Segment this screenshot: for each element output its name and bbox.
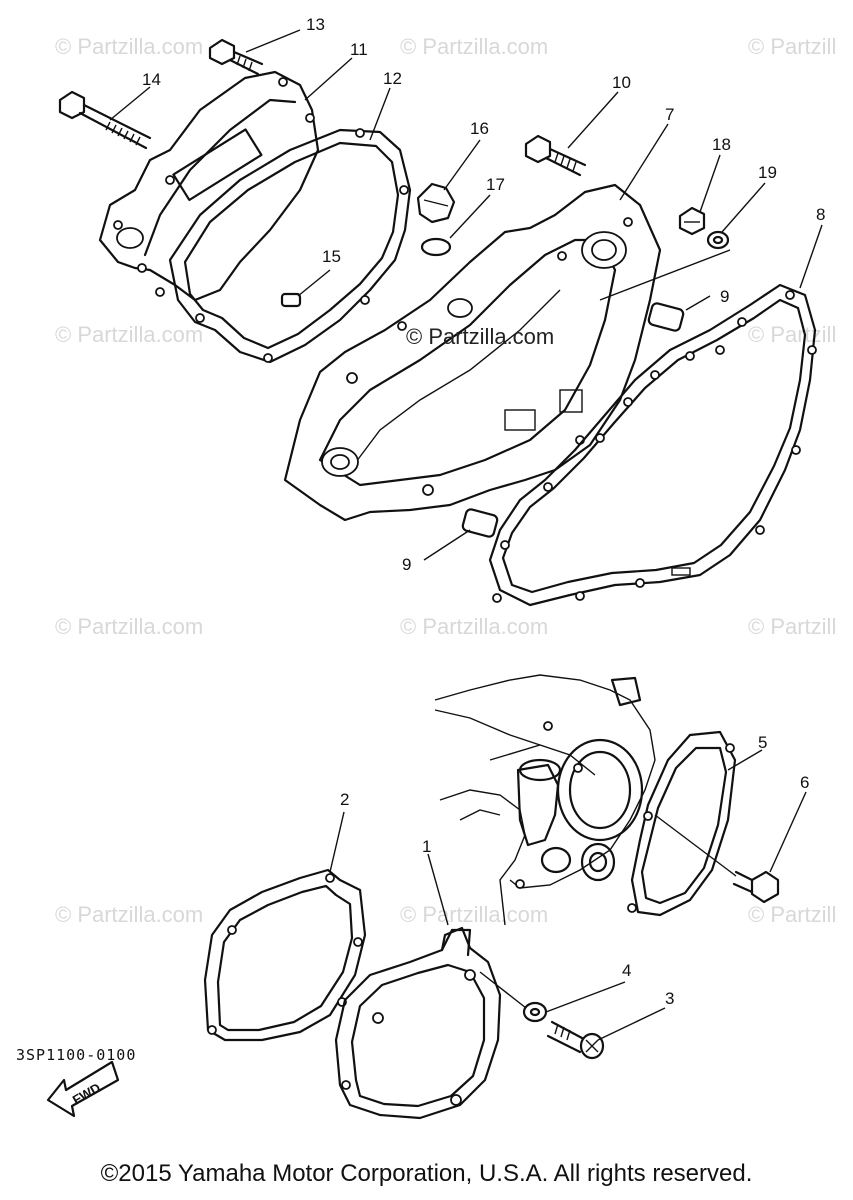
fwd-arrow-icon: FWD	[46, 1060, 120, 1118]
callout-13: 13	[306, 15, 325, 34]
watermark: © Partzill	[748, 902, 837, 927]
part-5-cover	[627, 730, 737, 917]
callout-1: 1	[422, 837, 431, 856]
part-3-screw	[479, 971, 605, 1060]
part-9-dowel-pin-upper	[647, 302, 685, 332]
part-19-washer	[706, 230, 730, 250]
callout-11: 11	[350, 40, 368, 59]
part-1-cover	[334, 926, 502, 1120]
callout-9-upper: 9	[720, 287, 729, 306]
watermark: © Partzilla.com	[55, 322, 204, 347]
watermark: © Partzilla.com	[400, 902, 549, 927]
center-watermark: © Partzilla.com	[406, 324, 555, 349]
callout-16: 16	[470, 119, 489, 138]
callout-10: 10	[612, 73, 631, 92]
part-16-filler-plug	[416, 182, 456, 224]
part-9-dowel-pin-lower	[461, 508, 499, 538]
part-4-washer	[522, 1001, 548, 1023]
part-15-dowel-pin	[280, 292, 302, 308]
part-11-clutch-cover	[98, 70, 320, 302]
leader-lines	[109, 29, 823, 1041]
part-18-drain-plug	[678, 206, 706, 236]
callout-12: 12	[383, 69, 402, 88]
part-14-long-bolt	[58, 90, 152, 150]
callout-labels: 14 13 11 12 16 17 15 10 7 18 19 8 9 9 2 …	[142, 15, 825, 1008]
callout-9-lower: 9	[402, 555, 411, 574]
callout-14: 14	[142, 70, 161, 89]
callout-17: 17	[486, 175, 505, 194]
part-10-bolt	[524, 134, 587, 177]
part-7-crankcase-cover	[283, 183, 662, 522]
callout-6: 6	[800, 773, 809, 792]
watermark: © Partzill	[748, 34, 837, 59]
part-17-o-ring	[420, 237, 452, 257]
callout-4: 4	[622, 961, 631, 980]
callout-8: 8	[816, 205, 825, 224]
watermark: © Partzilla.com	[400, 614, 549, 639]
copyright-notice: ©2015 Yamaha Motor Corporation, U.S.A. A…	[100, 1160, 753, 1187]
callout-5: 5	[758, 733, 767, 752]
part-8-crankcase-gasket	[488, 283, 817, 607]
part-13-short-bolt	[208, 38, 264, 76]
diagram-code: 3SP1100-0100	[16, 1046, 137, 1064]
watermark: © Partzilla.com	[55, 34, 204, 59]
watermark: © Partzill	[748, 322, 837, 347]
watermark: © Partzilla.com	[400, 34, 549, 59]
callout-7: 7	[665, 105, 674, 124]
watermark: © Partzilla.com	[55, 902, 204, 927]
callout-15: 15	[322, 247, 341, 266]
part-2-gasket	[203, 868, 367, 1042]
part-6-bolt	[654, 814, 780, 904]
part-12-cover-gasket	[168, 128, 412, 364]
callout-19: 19	[758, 163, 777, 182]
callout-2: 2	[340, 790, 349, 809]
watermark: © Partzilla.com	[55, 614, 204, 639]
watermark: © Partzill	[748, 614, 837, 639]
engine-case-outline	[434, 674, 656, 926]
callout-18: 18	[712, 135, 731, 154]
callout-3: 3	[665, 989, 674, 1008]
